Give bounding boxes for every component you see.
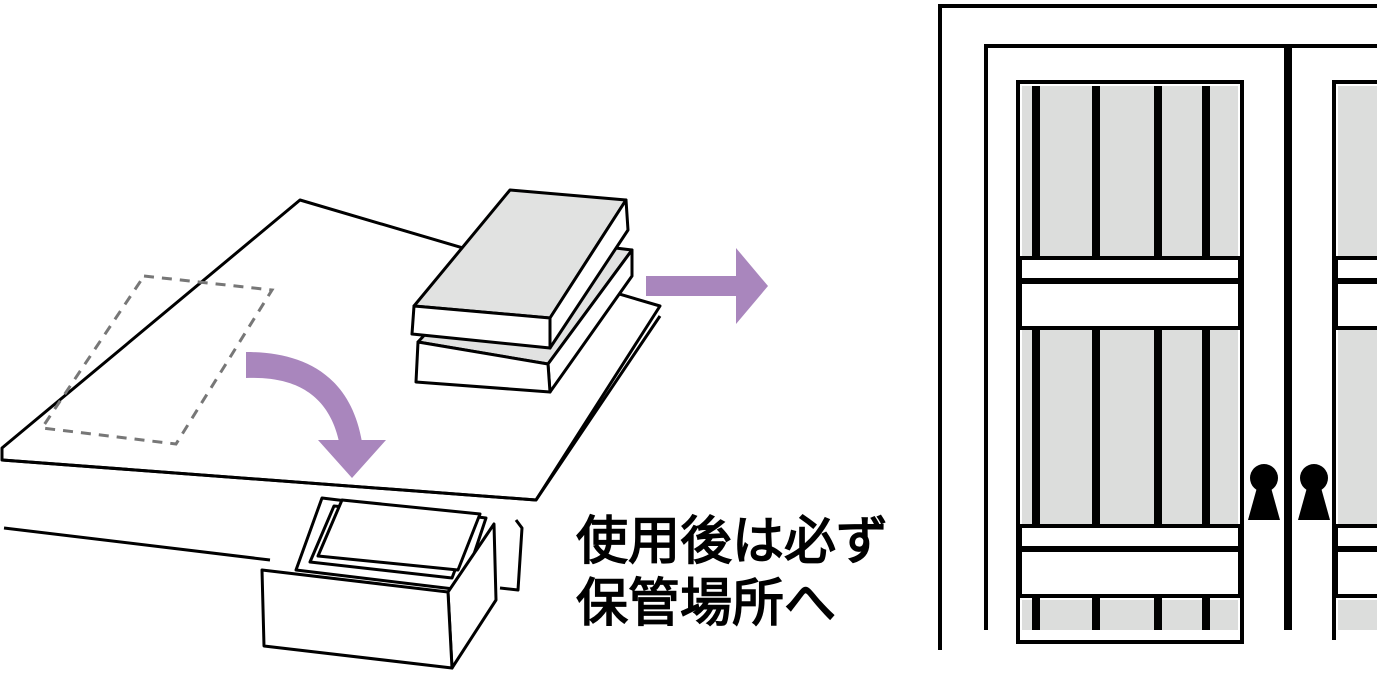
desk-front-panel [3, 526, 271, 562]
drawer [260, 496, 498, 670]
right-arrow-icon [646, 248, 768, 324]
cabinet-outer-frame [938, 4, 1377, 650]
shelf-lower [1018, 524, 1242, 550]
desk-top-edge [1, 315, 662, 502]
book-stack [410, 188, 634, 394]
cabinet-shelves [1018, 256, 1377, 598]
book-upper-front [410, 304, 552, 350]
left-door-frame [1016, 80, 1244, 644]
drawer-front [260, 568, 454, 670]
caption-line-2: 保管場所へ [576, 574, 837, 634]
drawer-paper-2 [316, 498, 482, 572]
right-door-glass [1338, 86, 1377, 630]
curved-arrow-icon [246, 352, 386, 478]
shelf-upper-b [1018, 280, 1242, 330]
book-lower-front [414, 340, 552, 394]
keyhole-icon [1248, 464, 1280, 520]
right-door-frame [1332, 80, 1377, 640]
dashed-placeholder [39, 274, 275, 446]
caption-line-1: 使用後は必ず [576, 512, 889, 572]
cabinet-inner-frame [984, 44, 1377, 630]
shelf-upper [1018, 256, 1242, 282]
cabinet [938, 4, 1377, 650]
keyhole-icon [1298, 464, 1330, 520]
shelf-lower-b [1018, 548, 1242, 598]
desk-right-leg [499, 519, 524, 592]
binders [1032, 86, 1210, 630]
